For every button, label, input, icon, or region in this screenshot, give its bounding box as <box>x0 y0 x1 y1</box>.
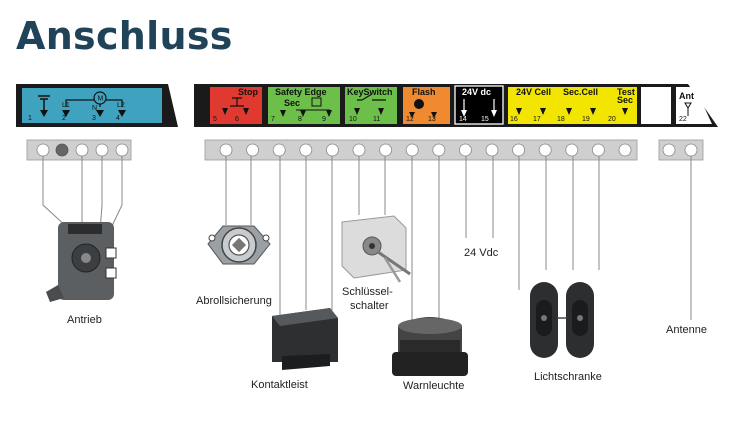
screw-terminal <box>618 143 632 157</box>
motor-icon: M <box>65 91 123 107</box>
screw-terminal <box>485 143 499 157</box>
screw-terminal <box>565 143 579 157</box>
terminal-num-9: 9 <box>322 116 326 123</box>
terminal-num-19: 19 <box>582 116 590 123</box>
abrollsicherung-device <box>207 225 271 265</box>
motor-n-label: N <box>92 105 97 112</box>
terminal-num-7: 7 <box>271 116 275 123</box>
safety-sec-label: Sec <box>284 98 300 108</box>
screw-terminal <box>458 143 472 157</box>
keyswitch-header: KeySwitch <box>347 87 393 97</box>
terminal-num-10: 10 <box>349 116 357 123</box>
stop-header: Stop <box>238 87 258 97</box>
screw-terminal <box>592 143 605 157</box>
screw-terminal <box>405 143 419 157</box>
terminal-num-11: 11 <box>373 116 380 123</box>
screw-terminal <box>432 143 446 157</box>
terminal-num-8: 8 <box>298 116 302 123</box>
lichtschranke-device <box>530 282 594 358</box>
terminal-num-15: 15 <box>481 116 489 123</box>
motor-m-label: M <box>98 96 104 103</box>
warnleuchte-label: Warnleuchte <box>403 380 464 392</box>
terminal-num-20: 20 <box>608 116 616 123</box>
terminal-num-13: 13 <box>428 116 436 123</box>
schluessel-label-1: Schlüssel- <box>342 286 393 298</box>
flash-header: Flash <box>412 87 436 97</box>
terminal-num-22: 22 <box>679 116 687 123</box>
schluessel-label-2: schalter <box>350 300 389 312</box>
sec-cell-header: Sec.Cell <box>563 87 598 97</box>
screw-terminal <box>379 143 393 157</box>
screw-terminal <box>219 143 233 157</box>
screw-terminal <box>272 143 286 157</box>
motor-terminal-header: M L1 N L2 1 2 3 4 <box>16 84 178 127</box>
motor-l2-label: L2 <box>117 102 125 109</box>
terminal-num-6: 6 <box>235 116 239 123</box>
control-terminal-strip <box>204 139 638 161</box>
antrieb-label: Antrieb <box>67 314 102 326</box>
screw-terminal <box>538 143 552 157</box>
abrollsicherung-label: Abrollsicherung <box>196 295 272 307</box>
motor-terminal-strip <box>26 139 132 161</box>
screw-terminal <box>325 143 339 157</box>
safety-edge-header: Safety Edge <box>275 87 327 97</box>
terminal-num-18: 18 <box>557 116 565 123</box>
lamp-icon <box>414 99 424 109</box>
page-title: Anschluss <box>16 14 233 58</box>
test-sec-label: Sec <box>617 95 633 105</box>
earth-icon <box>38 95 50 110</box>
screw-terminal <box>512 143 525 157</box>
terminal-num-2: 2 <box>62 115 66 122</box>
vdc-header: 24V dc <box>462 87 491 97</box>
lichtschranke-label: Lichtschranke <box>534 371 602 383</box>
antenne-label: Antenne <box>666 324 707 336</box>
warnleuchte-device <box>392 317 468 376</box>
terminal-num-4: 4 <box>116 115 120 122</box>
kontaktleist-label: Kontaktleist <box>251 379 308 391</box>
wires <box>42 156 692 330</box>
screw-terminal <box>352 143 366 157</box>
terminal-num-17: 17 <box>533 116 541 123</box>
terminal-num-1: 1 <box>28 115 32 122</box>
terminal-num-5: 5 <box>213 116 217 123</box>
terminal-num-3: 3 <box>92 115 96 122</box>
terminal-num-16: 16 <box>510 116 518 123</box>
motor-l1-label: L1 <box>62 102 70 109</box>
antenna-terminal-strip <box>658 139 704 161</box>
motor-device <box>46 222 117 302</box>
screw-terminal <box>246 143 260 157</box>
terminal-num-12: 12 <box>406 116 414 123</box>
test-header: Test <box>617 87 635 97</box>
ant-header: Ant <box>679 91 694 101</box>
schluesselschalter-device <box>341 215 411 283</box>
cell-header: 24V Cell <box>516 87 551 97</box>
control-terminal-header: Stop 5 6 Safety Edge Sec 7 8 9 KeySwitch… <box>194 84 718 127</box>
terminal-num-14: 14 <box>459 116 467 123</box>
vdc-label: 24 Vdc <box>464 247 499 259</box>
screw-terminal <box>299 143 313 157</box>
kontaktleist-device <box>272 308 338 370</box>
